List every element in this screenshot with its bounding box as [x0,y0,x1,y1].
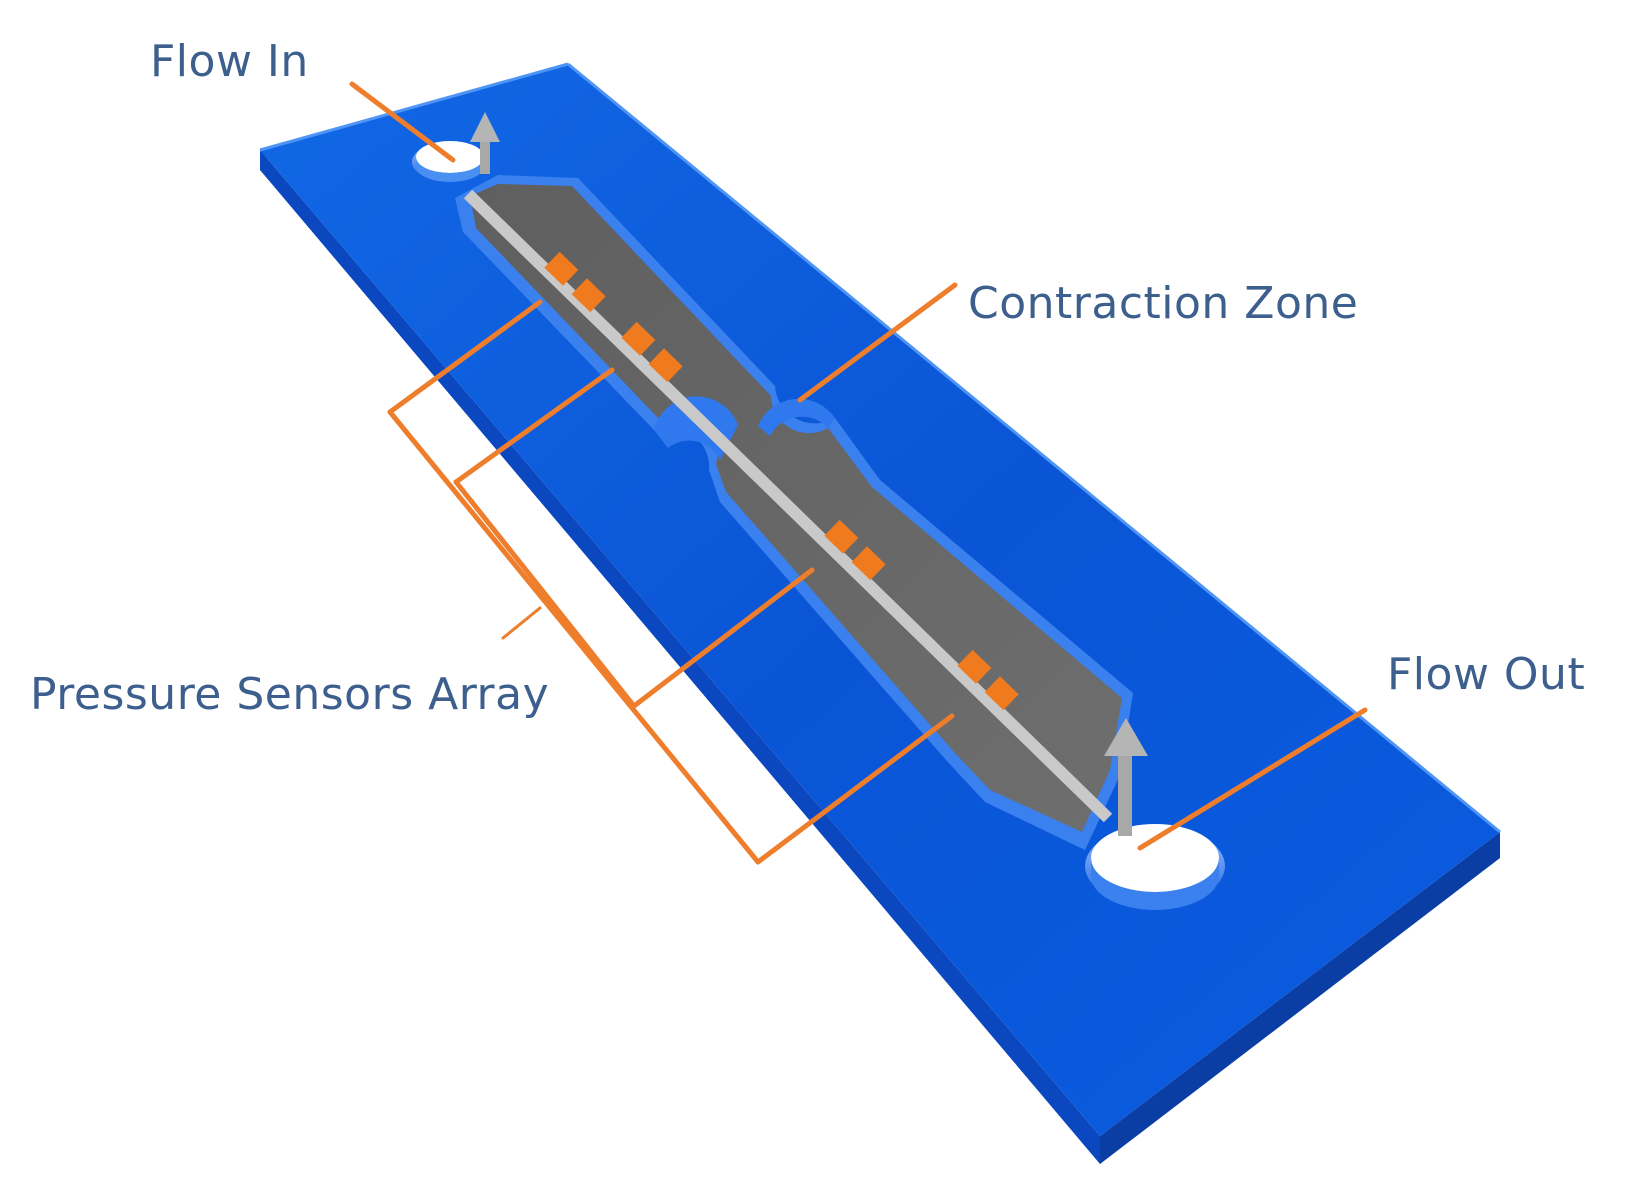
pressure-sensor-3 [824,519,886,581]
contraction-zone-leader [797,282,958,403]
flow-in-leader [349,81,456,163]
pressure-sensor-1 [544,251,606,313]
contraction-zone-label: Contraction Zone [968,278,1359,329]
flow-out-arrow-icon [1104,718,1148,836]
flow-in-label: Flow In [150,36,309,87]
pressure-sensor-2 [621,321,683,383]
pressure-sensor-4 [957,649,1019,711]
flow-out-label: Flow Out [1387,649,1586,700]
pressure-sensors-array-label: Pressure Sensors Array [30,669,550,720]
outlet-port [1085,824,1225,910]
flow-out-leader [1137,707,1368,851]
pressure-sensors [544,251,1019,711]
inlet-port [412,141,488,182]
leader-lines [349,81,1368,865]
flow-in-arrow-icon [470,112,500,174]
